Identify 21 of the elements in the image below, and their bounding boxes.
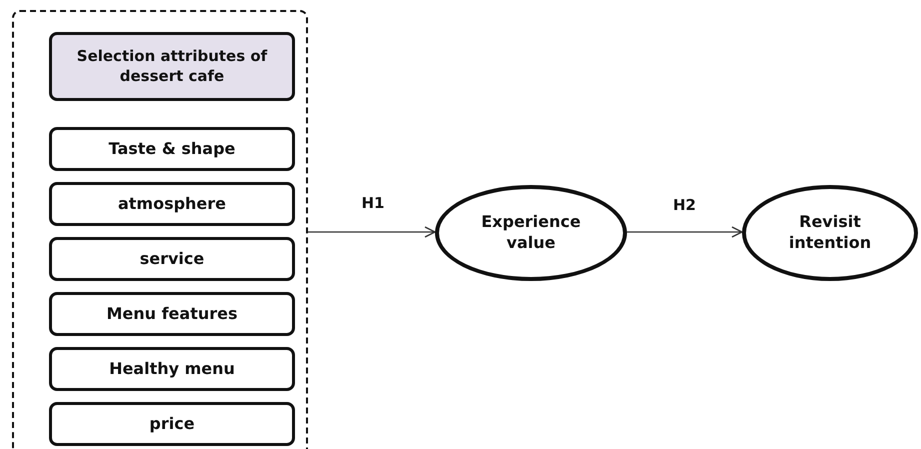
- node-label: price: [148, 414, 196, 434]
- attribute-box: [49, 182, 295, 226]
- attribute-box: [49, 402, 295, 446]
- dashed-group-frame: [12, 10, 308, 449]
- arrow: [627, 226, 743, 238]
- attribute-box: [49, 237, 295, 281]
- node-label: atmosphere: [116, 194, 228, 214]
- attribute-box: [49, 347, 295, 391]
- edge-label: H2: [673, 196, 696, 214]
- attribute-box: [49, 292, 295, 336]
- node-label: Revisit intention: [788, 212, 872, 254]
- attribute-box: [49, 127, 295, 171]
- node-label: Taste & shape: [108, 138, 236, 160]
- arrow: [308, 226, 436, 238]
- node-label: service: [138, 248, 206, 270]
- node-label: Menu features: [105, 304, 239, 324]
- header-box: [49, 32, 295, 101]
- edge-label: H1: [362, 194, 384, 212]
- node-label: Selection attributes of dessert cafe: [76, 47, 268, 86]
- node-label: Healthy menu: [108, 358, 236, 380]
- node-label: Experience value: [480, 212, 582, 254]
